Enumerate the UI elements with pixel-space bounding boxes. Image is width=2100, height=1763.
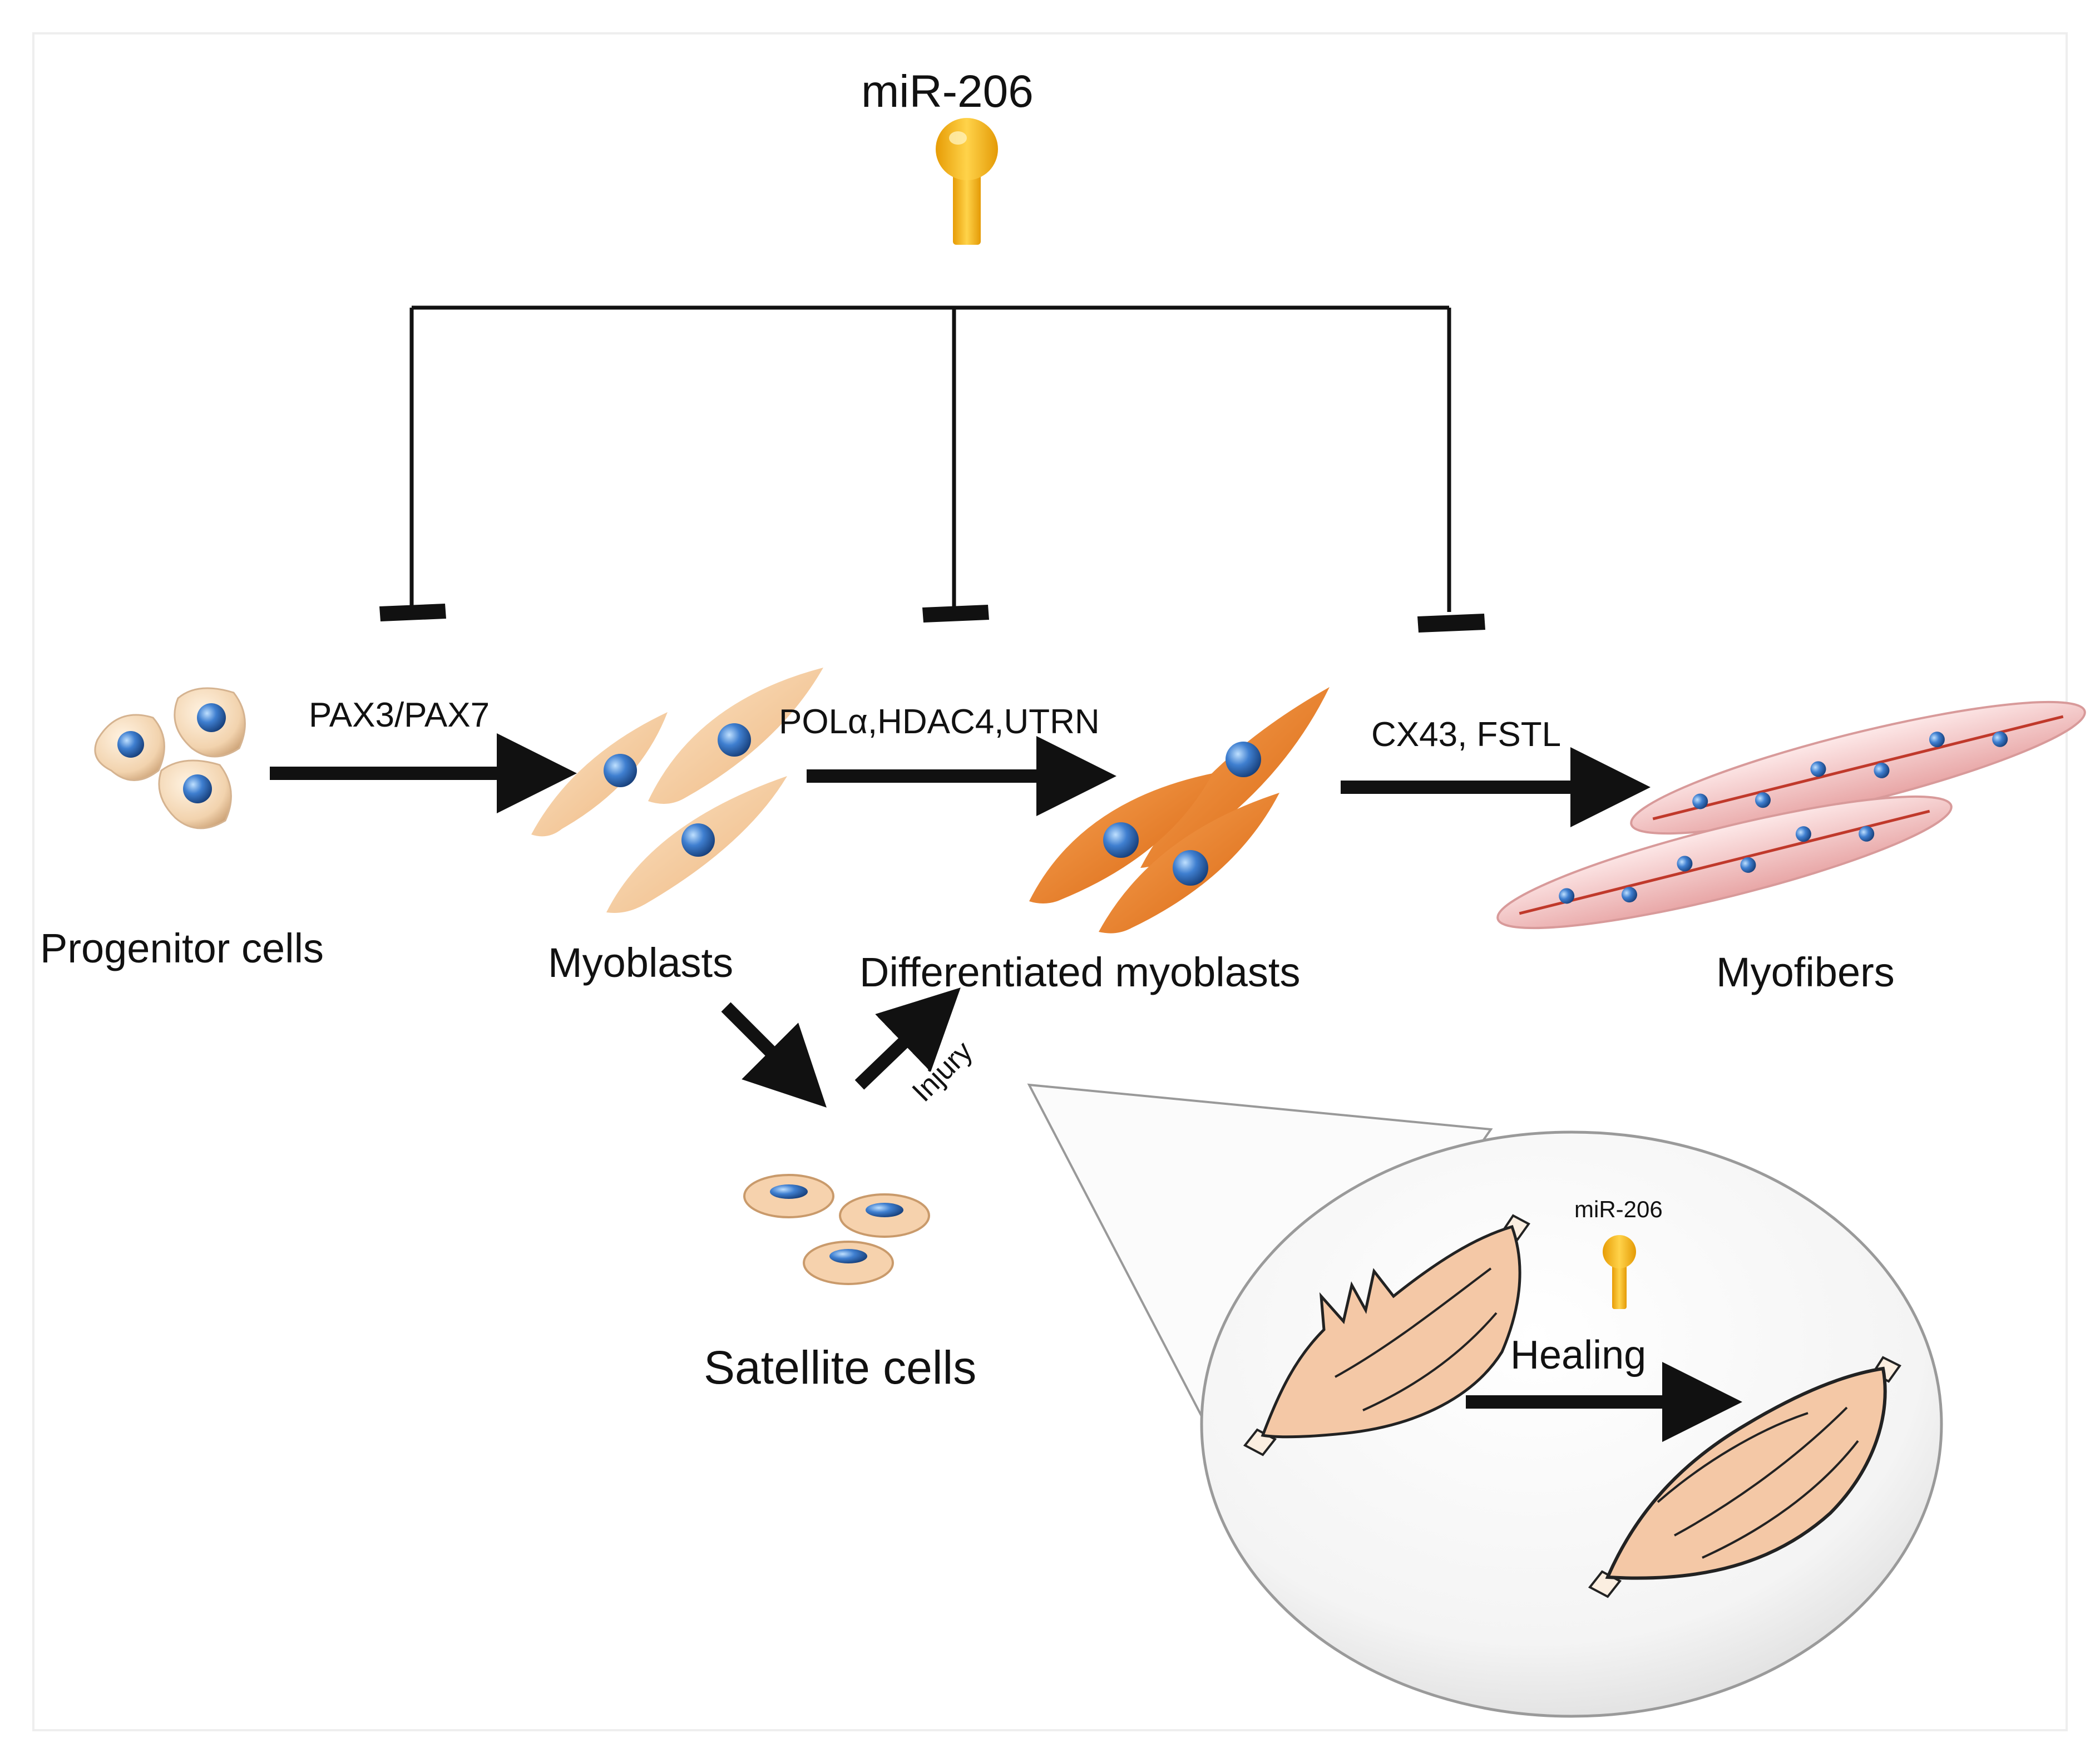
myoblast-cell (648, 668, 823, 804)
nucleus-icon (183, 774, 212, 803)
nucleus-icon (117, 731, 144, 758)
differentiated-myoblast-cells (1029, 687, 1330, 934)
gene-label-step2: POLα,HDAC4,UTRN (779, 703, 1100, 741)
healed-muscle-icon (1588, 1356, 1901, 1598)
myofiber (1496, 795, 1953, 930)
differentiated-cell (1099, 793, 1279, 934)
inhibition-bar-3 (1417, 614, 1485, 633)
inhibition-bracket (409, 305, 1451, 612)
satellite-cell (743, 1174, 834, 1218)
inhibition-bars (379, 604, 1485, 633)
mirna-hairpin-icon (936, 118, 998, 245)
label-healing: Healing (1510, 1333, 1647, 1377)
label-myofibers: Myofibers (1716, 949, 1895, 995)
nucleus-icon (829, 1249, 867, 1263)
inhibition-bar-1 (379, 604, 446, 621)
nucleus-icon (718, 723, 751, 757)
label-satellite-cells: Satellite cells (704, 1341, 977, 1394)
nucleus-icon (604, 754, 637, 787)
nucleus-icon (1173, 850, 1208, 886)
arrow-satellite-to-differentiated (854, 987, 961, 1090)
nucleus-icon (1103, 822, 1139, 858)
nucleus-icon (197, 703, 226, 732)
arrow-myoblast-to-satellite (721, 1002, 827, 1108)
gene-label-step1: PAX3/PAX7 (309, 696, 490, 734)
nucleus-icon (866, 1203, 903, 1217)
satellite-cells (743, 1174, 930, 1285)
progenitor-cell (158, 759, 232, 829)
label-differentiated-myoblasts: Differentiated myoblasts (859, 949, 1301, 995)
label-progenitor-cells: Progenitor cells (40, 925, 324, 971)
myoblast-cell (531, 712, 668, 837)
inset-mirna-hairpin-icon (1603, 1235, 1636, 1309)
satellite-cell (839, 1193, 930, 1238)
inset-lens (1200, 1130, 1943, 1718)
progenitor-cell (94, 714, 165, 781)
nucleus-icon (1226, 742, 1261, 777)
inhibition-bar-2 (922, 605, 989, 623)
gene-label-step3: CX43, FSTL (1371, 715, 1562, 754)
page-border (32, 32, 2068, 1731)
myofibers (1496, 700, 2086, 930)
nucleus-icon (681, 823, 715, 857)
progenitor-cells (94, 687, 246, 829)
differentiated-cell (1029, 773, 1213, 903)
nucleus-icon (770, 1184, 808, 1199)
progenitor-cell (174, 687, 246, 758)
satellite-cell (803, 1241, 894, 1285)
mirna-title: miR-206 (861, 66, 1034, 117)
inset-mirna-label: miR-206 (1574, 1196, 1663, 1222)
injured-muscle-icon (1243, 1214, 1530, 1456)
myoblast-cell (606, 776, 787, 913)
label-myoblasts: Myoblasts (548, 940, 734, 986)
differentiated-cell (1140, 687, 1330, 868)
